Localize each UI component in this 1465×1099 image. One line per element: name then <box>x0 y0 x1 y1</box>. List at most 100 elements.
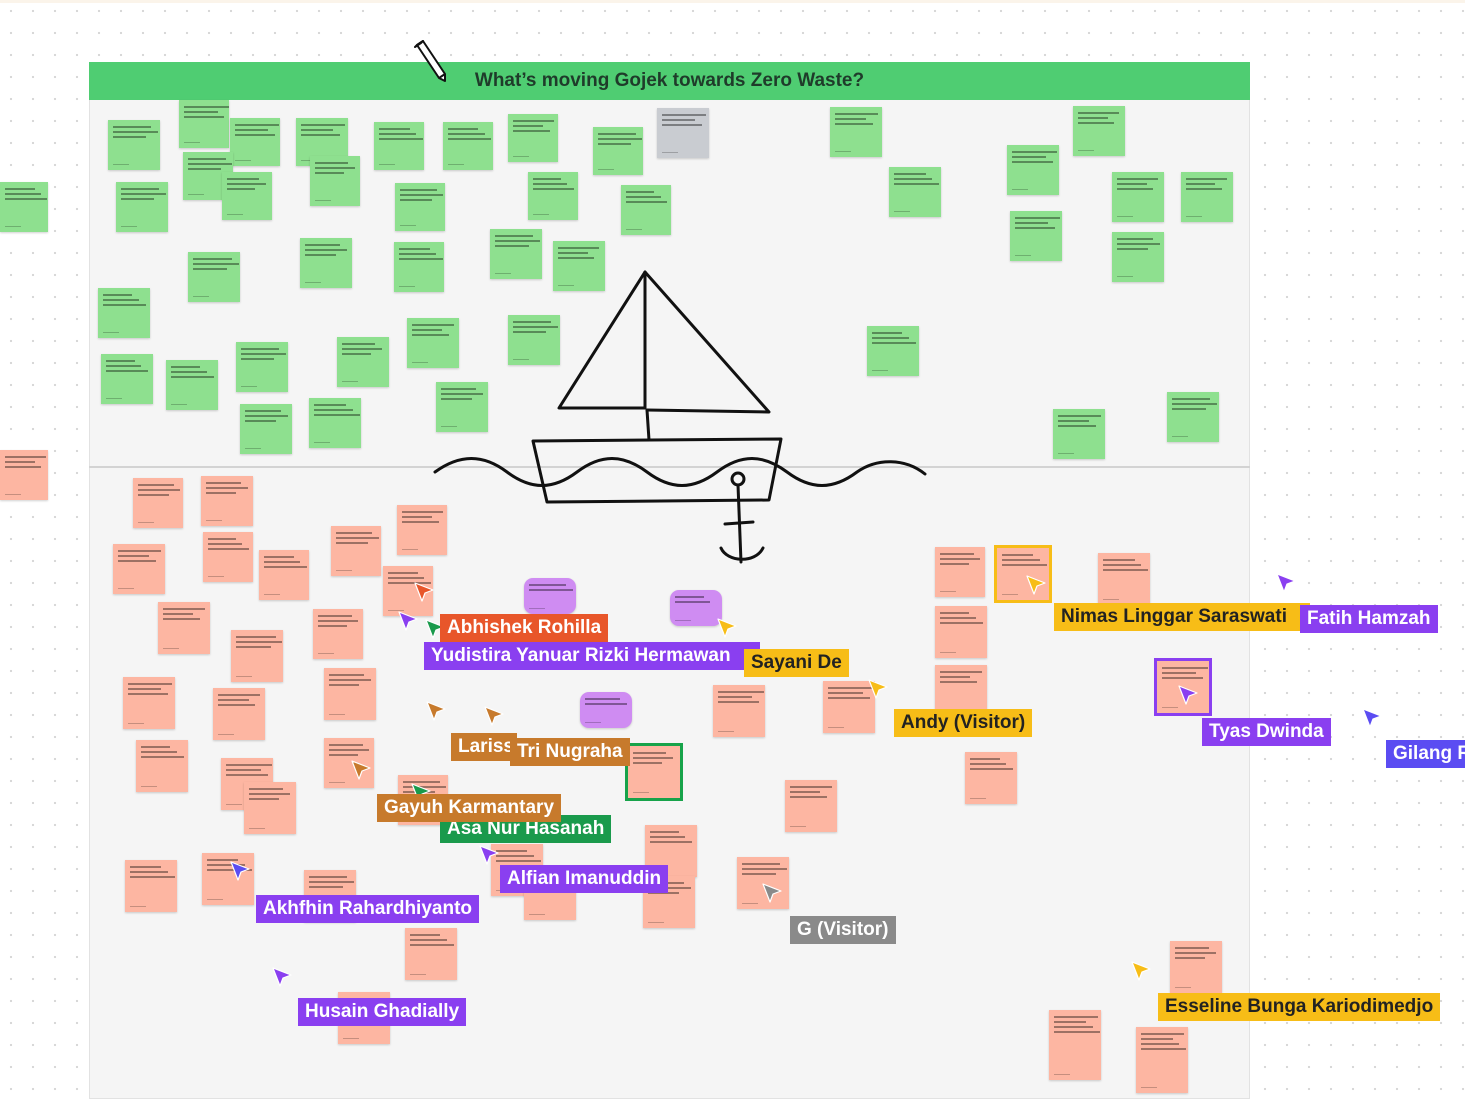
sticky-note[interactable] <box>395 183 445 231</box>
sticky-note[interactable] <box>108 120 160 170</box>
sticky-note[interactable] <box>1112 172 1164 222</box>
sticky-note[interactable] <box>524 578 576 614</box>
note-text-line <box>314 414 360 416</box>
sticky-note[interactable] <box>313 609 363 659</box>
note-text-line <box>118 550 161 552</box>
note-author-line <box>1058 452 1074 454</box>
collaborator-label-abhishek: Abhishek Rohilla <box>440 614 609 642</box>
sticky-note[interactable] <box>935 606 987 658</box>
sticky-note[interactable] <box>625 743 683 801</box>
sticky-note[interactable] <box>935 665 987 717</box>
sticky-note[interactable] <box>1073 106 1125 156</box>
sticky-note[interactable] <box>158 602 210 654</box>
sticky-note[interactable] <box>823 681 875 733</box>
note-author-line <box>141 785 157 787</box>
sticky-note[interactable] <box>1098 553 1150 605</box>
sticky-note[interactable] <box>240 404 292 454</box>
sailboat-anchor-drawing[interactable] <box>425 260 935 570</box>
sticky-note[interactable] <box>1170 941 1222 993</box>
sticky-note[interactable] <box>965 752 1017 804</box>
sticky-note[interactable] <box>244 782 296 834</box>
note-text-line <box>193 268 227 270</box>
sticky-note[interactable] <box>179 100 229 148</box>
sticky-note[interactable] <box>1181 172 1233 222</box>
note-author-line <box>400 224 416 226</box>
note-text-line <box>5 198 47 200</box>
sticky-note[interactable] <box>300 238 352 288</box>
sticky-note[interactable] <box>123 677 175 729</box>
sticky-note[interactable] <box>1154 658 1212 716</box>
sticky-note[interactable] <box>0 450 48 500</box>
sticky-note[interactable] <box>407 318 459 368</box>
note-text-line <box>718 696 752 698</box>
sticky-note[interactable] <box>310 156 360 206</box>
section-header[interactable]: What’s moving Gojek towards Zero Waste? <box>89 62 1250 100</box>
sticky-note[interactable] <box>231 630 283 682</box>
note-text-line <box>141 746 170 748</box>
sticky-note[interactable] <box>337 337 389 387</box>
sticky-note[interactable] <box>324 668 376 720</box>
sticky-note[interactable] <box>201 476 253 526</box>
sticky-note[interactable] <box>213 688 265 740</box>
sticky-note[interactable] <box>116 182 168 232</box>
note-text-line <box>441 388 476 390</box>
sticky-note[interactable] <box>670 590 722 626</box>
note-text-line <box>585 698 620 700</box>
sticky-note[interactable] <box>1136 1027 1188 1093</box>
sticky-note[interactable] <box>394 242 444 292</box>
sticky-note[interactable] <box>1053 409 1105 459</box>
sticky-note[interactable] <box>125 860 177 912</box>
sticky-note[interactable] <box>785 780 837 832</box>
sticky-note[interactable] <box>935 547 985 597</box>
sticky-note[interactable] <box>580 692 632 728</box>
sticky-note[interactable] <box>405 928 457 980</box>
sticky-note[interactable] <box>737 857 789 909</box>
sticky-note[interactable] <box>188 252 240 302</box>
sticky-note[interactable] <box>101 354 153 404</box>
sticky-note[interactable] <box>889 167 941 217</box>
sticky-note[interactable] <box>490 229 542 279</box>
sticky-note[interactable] <box>133 478 183 528</box>
sticky-note[interactable] <box>528 172 578 220</box>
sticky-note[interactable] <box>994 545 1052 603</box>
note-text-line <box>940 676 970 678</box>
sticky-note[interactable] <box>324 738 374 788</box>
sticky-note[interactable] <box>331 526 381 576</box>
sticky-note[interactable] <box>136 740 188 792</box>
sticky-note[interactable] <box>309 398 361 448</box>
sticky-note[interactable] <box>508 114 558 162</box>
collaborator-label-asa: Asa Nur Hasanah <box>440 815 612 843</box>
note-text-line <box>742 868 787 870</box>
note-text-line <box>128 688 161 690</box>
sticky-note[interactable] <box>202 853 254 905</box>
sticky-note[interactable] <box>657 108 709 158</box>
sticky-note[interactable] <box>98 288 150 338</box>
sticky-note[interactable] <box>867 326 919 376</box>
sticky-note[interactable] <box>553 241 605 291</box>
sticky-note[interactable] <box>1010 211 1062 261</box>
sticky-note[interactable] <box>713 685 765 737</box>
sticky-note[interactable] <box>443 122 493 170</box>
sticky-note[interactable] <box>166 360 218 410</box>
sticky-note[interactable] <box>508 315 560 365</box>
sticky-note[interactable] <box>236 342 288 392</box>
note-text-line <box>329 684 359 686</box>
sticky-note[interactable] <box>222 172 272 220</box>
sticky-note[interactable] <box>0 182 48 232</box>
sticky-note[interactable] <box>436 382 488 432</box>
sticky-note[interactable] <box>397 505 447 555</box>
note-text-line <box>585 703 627 705</box>
note-author-line <box>1186 215 1202 217</box>
sticky-note[interactable] <box>113 544 165 594</box>
sticky-note[interactable] <box>1112 232 1164 282</box>
sticky-note[interactable] <box>203 532 253 582</box>
sticky-note[interactable] <box>230 118 280 166</box>
sticky-note[interactable] <box>1049 1010 1101 1080</box>
sticky-note[interactable] <box>830 107 882 157</box>
sticky-note[interactable] <box>621 185 671 235</box>
sticky-note[interactable] <box>259 550 309 600</box>
sticky-note[interactable] <box>374 122 424 170</box>
sticky-note[interactable] <box>1007 145 1059 195</box>
sticky-note[interactable] <box>593 127 643 175</box>
sticky-note[interactable] <box>1167 392 1219 442</box>
